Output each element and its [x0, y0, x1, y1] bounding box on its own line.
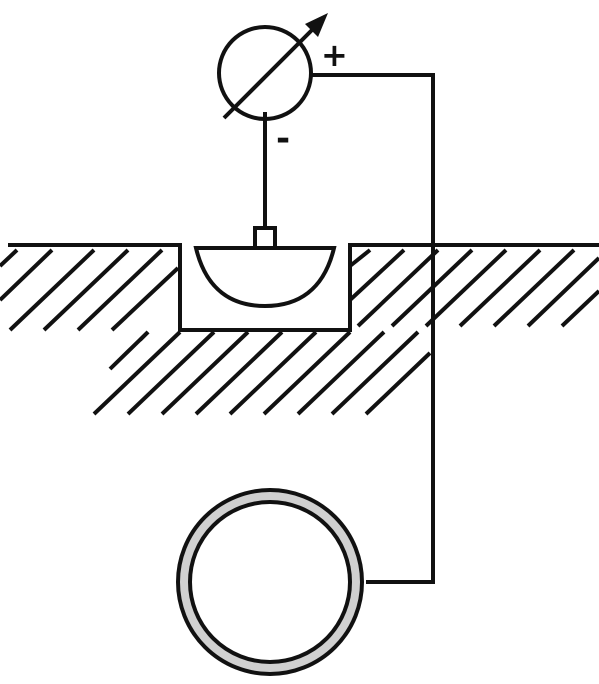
positive-lead-wire: [311, 73, 435, 584]
soil-hatching-lower: [92, 330, 432, 416]
positive-terminal-label: +: [321, 36, 348, 74]
ground-surface-with-pit: [8, 243, 599, 332]
soil-hatching-left: [0, 248, 180, 332]
negative-terminal-label: -: [276, 119, 290, 159]
electrode-stem: [253, 226, 277, 248]
reference-electrode: [193, 246, 337, 309]
pipe-bore: [188, 500, 352, 664]
voltmeter-circle: [217, 25, 313, 121]
soil-hatching-right: [348, 248, 599, 328]
voltmeter-needle: [222, 24, 318, 120]
voltmeter-arrowhead: [305, 13, 328, 37]
